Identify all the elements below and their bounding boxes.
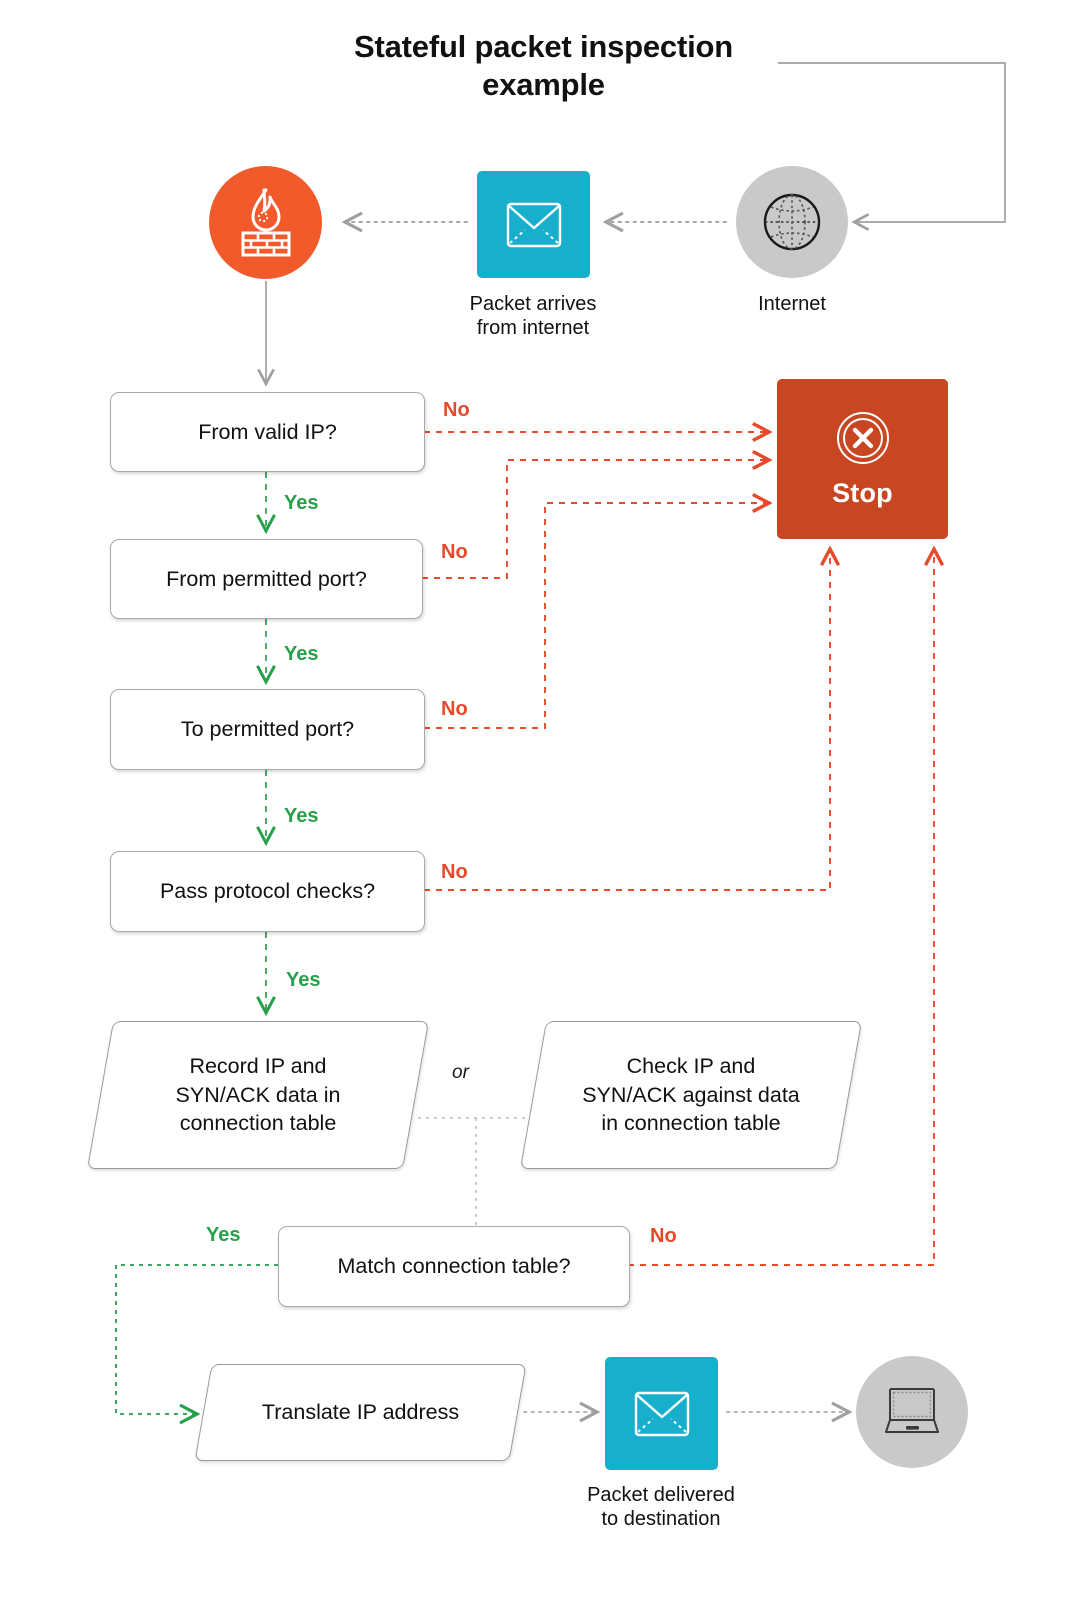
process-record-ip-line-3: connection table xyxy=(179,1111,337,1136)
caption-packet-arrives: Packet arrives from internet xyxy=(413,292,653,340)
envelope-icon-incoming xyxy=(477,171,590,278)
caption-packet-delivered-line-2: to destination xyxy=(601,1508,721,1530)
page-title: Stateful packet inspection example xyxy=(0,28,1087,104)
decision-match-connection-table[interactable]: Match connection table? xyxy=(278,1226,630,1307)
envelope-icon-delivered xyxy=(605,1357,718,1470)
edge-label-no-4: No xyxy=(441,861,468,883)
process-record-ip-line-2: SYN/ACK data in xyxy=(175,1082,341,1107)
stop-node-label: Stop xyxy=(832,477,893,508)
caption-internet: Internet xyxy=(758,293,826,315)
caption-packet-arrives-line-1: Packet arrives xyxy=(469,293,597,315)
wire-no-d2-stop xyxy=(422,460,768,579)
process-record-ip[interactable]: Record IP and SYN/ACK data in connection… xyxy=(86,1021,430,1169)
edge-label-yes-2: Yes xyxy=(284,643,319,665)
process-record-ip-line-1: Record IP and xyxy=(189,1054,327,1079)
circle-x-stop-icon xyxy=(835,410,891,471)
edge-label-yes-1: Yes xyxy=(284,492,319,514)
edge-label-no-5: No xyxy=(650,1225,677,1247)
decision-from-permitted-port-label: From permitted port? xyxy=(166,566,367,591)
edge-label-yes-3: Yes xyxy=(284,805,319,827)
decision-pass-protocol-checks-label: Pass protocol checks? xyxy=(159,879,376,903)
decision-match-connection-table-label: Match connection table? xyxy=(337,1254,571,1278)
caption-packet-arrives-line-2: from internet xyxy=(476,317,590,339)
edge-label-or: or xyxy=(452,1062,469,1083)
caption-packet-delivered-line-1: Packet delivered xyxy=(587,1484,735,1506)
caption-packet-delivered: Packet delivered to destination xyxy=(541,1483,781,1531)
process-check-ip-line-1: Check IP and xyxy=(626,1054,756,1079)
stop-node[interactable]: Stop xyxy=(777,379,948,539)
process-translate-ip-address-label: Translate IP address xyxy=(261,1400,460,1425)
edge-label-no-1: No xyxy=(443,399,470,421)
wire-no-d4-stop xyxy=(424,550,830,891)
decision-to-permitted-port-label: To permitted port? xyxy=(180,717,355,741)
process-translate-ip-address[interactable]: Translate IP address xyxy=(194,1364,527,1461)
title-line-1: Stateful packet inspection xyxy=(354,29,733,64)
decision-pass-protocol-checks[interactable]: Pass protocol checks? xyxy=(110,851,425,932)
laptop-icon xyxy=(856,1356,968,1468)
edge-label-yes-5: Yes xyxy=(206,1224,241,1246)
edge-label-no-3: No xyxy=(441,698,468,720)
wire-no-d3-stop xyxy=(424,503,768,729)
decision-from-permitted-port[interactable]: From permitted port? xyxy=(110,539,423,619)
title-line-2: example xyxy=(482,66,605,102)
decision-from-valid-ip[interactable]: From valid IP? xyxy=(110,392,425,472)
process-check-ip-line-3: in connection table xyxy=(601,1111,781,1136)
process-check-ip[interactable]: Check IP and SYN/ACK against data in con… xyxy=(519,1021,863,1169)
decision-from-valid-ip-label: From valid IP? xyxy=(198,419,337,444)
decision-to-permitted-port[interactable]: To permitted port? xyxy=(110,689,425,770)
edge-label-yes-4: Yes xyxy=(286,969,321,991)
firewall-icon xyxy=(209,166,322,279)
process-check-ip-line-2: SYN/ACK against data xyxy=(582,1082,800,1107)
globe-internet-icon xyxy=(736,166,848,278)
edge-label-no-2: No xyxy=(441,541,468,563)
